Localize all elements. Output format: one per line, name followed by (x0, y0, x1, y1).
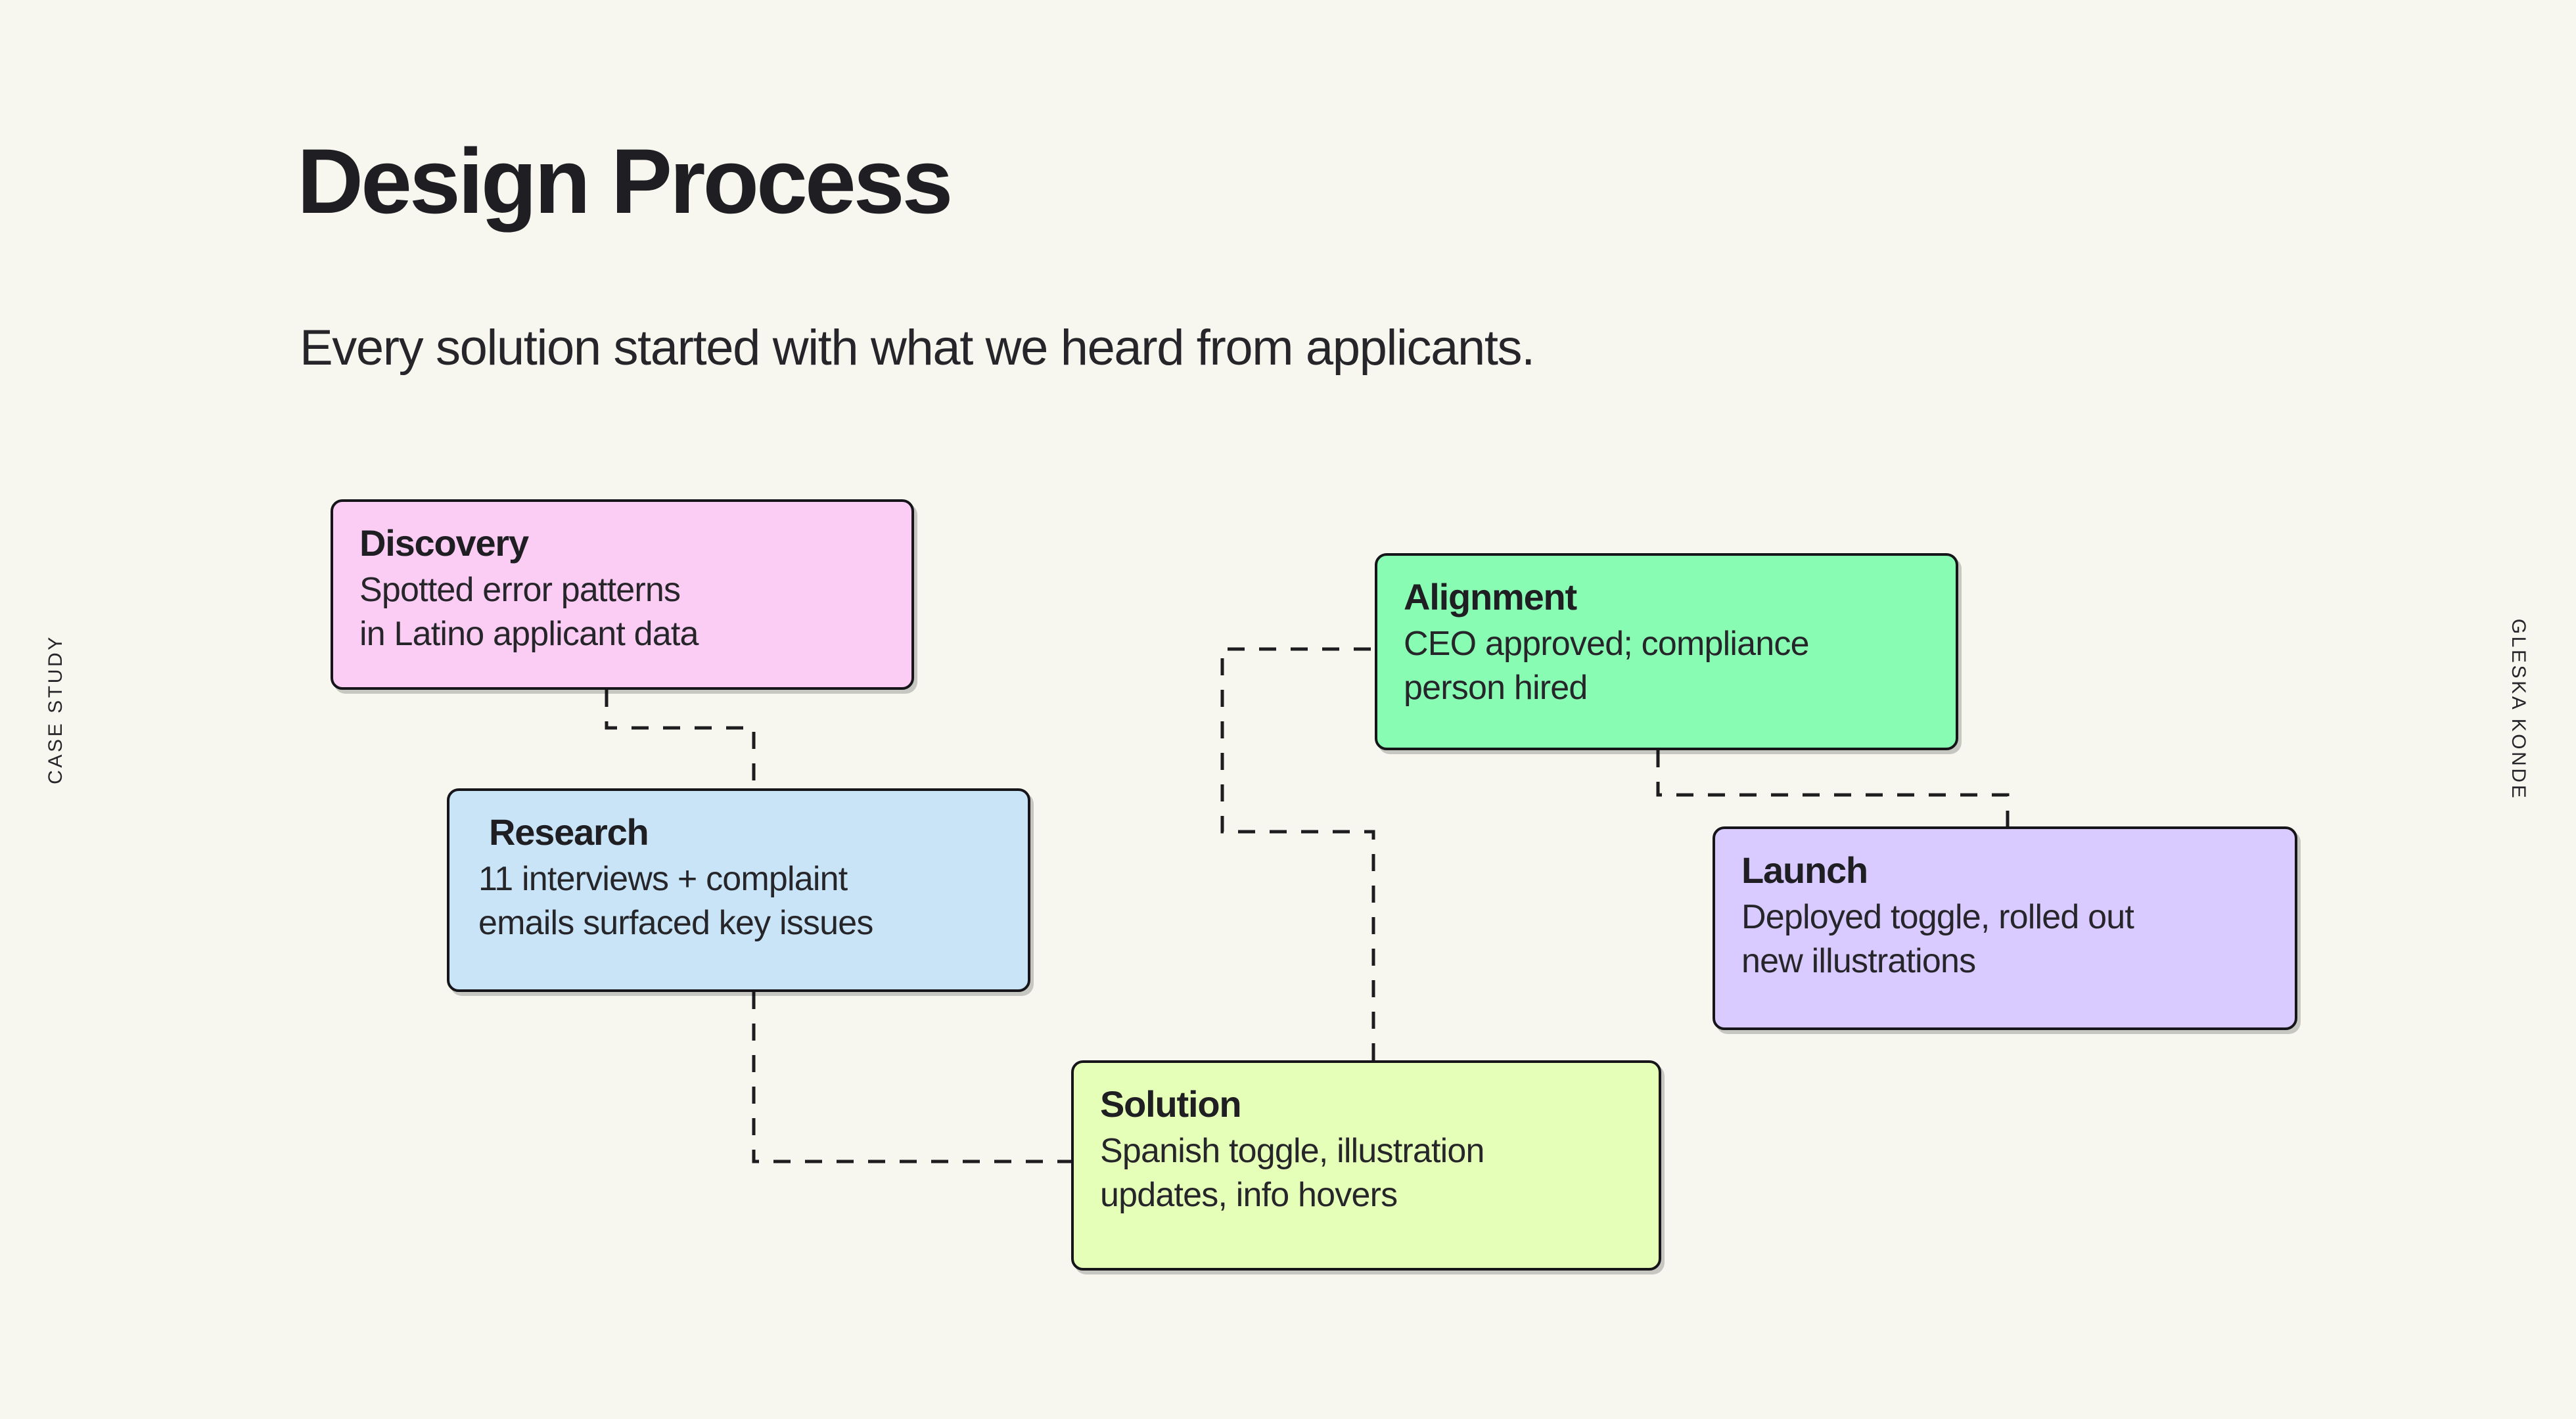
card-body-solution: Spanish toggle, illustration updates, in… (1100, 1132, 1484, 1214)
rail-label-case-study: CASE STUDY (45, 635, 66, 784)
card-body-research: 11 interviews + complaint emails surface… (478, 860, 873, 942)
connector-alignment-launch (1656, 750, 2010, 826)
card-body-discovery: Spotted error patterns in Latino applica… (359, 571, 699, 653)
process-card-research[interactable]: Research 11 interviews + complaint email… (447, 788, 1030, 992)
card-title-research: Research (489, 811, 649, 853)
connector-discovery-research (605, 690, 756, 788)
rail-label-gleska-konde: GLESKA KONDE (2508, 618, 2529, 801)
page-title: Design Process (297, 129, 953, 233)
connector-solution-alignment (1220, 647, 1375, 1060)
card-title-alignment: Alignment (1404, 576, 1577, 618)
card-body-launch: Deployed toggle, rolled out new illustra… (1741, 898, 2134, 980)
process-card-discovery[interactable]: Discovery Spotted error patterns in Lati… (331, 499, 914, 690)
process-card-solution[interactable]: Solution Spanish toggle, illustration up… (1071, 1060, 1661, 1271)
card-title-solution: Solution (1100, 1083, 1242, 1125)
card-title-discovery: Discovery (359, 522, 529, 564)
process-card-alignment[interactable]: Alignment CEO approved; compliance perso… (1375, 553, 1958, 750)
process-card-launch[interactable]: Launch Deployed toggle, rolled out new i… (1713, 826, 2297, 1030)
card-body-alignment: CEO approved; compliance person hired (1404, 625, 1809, 707)
connector-research-solution (752, 992, 1071, 1163)
card-title-launch: Launch (1741, 849, 1868, 891)
page-subtitle: Every solution started with what we hear… (300, 320, 1535, 376)
